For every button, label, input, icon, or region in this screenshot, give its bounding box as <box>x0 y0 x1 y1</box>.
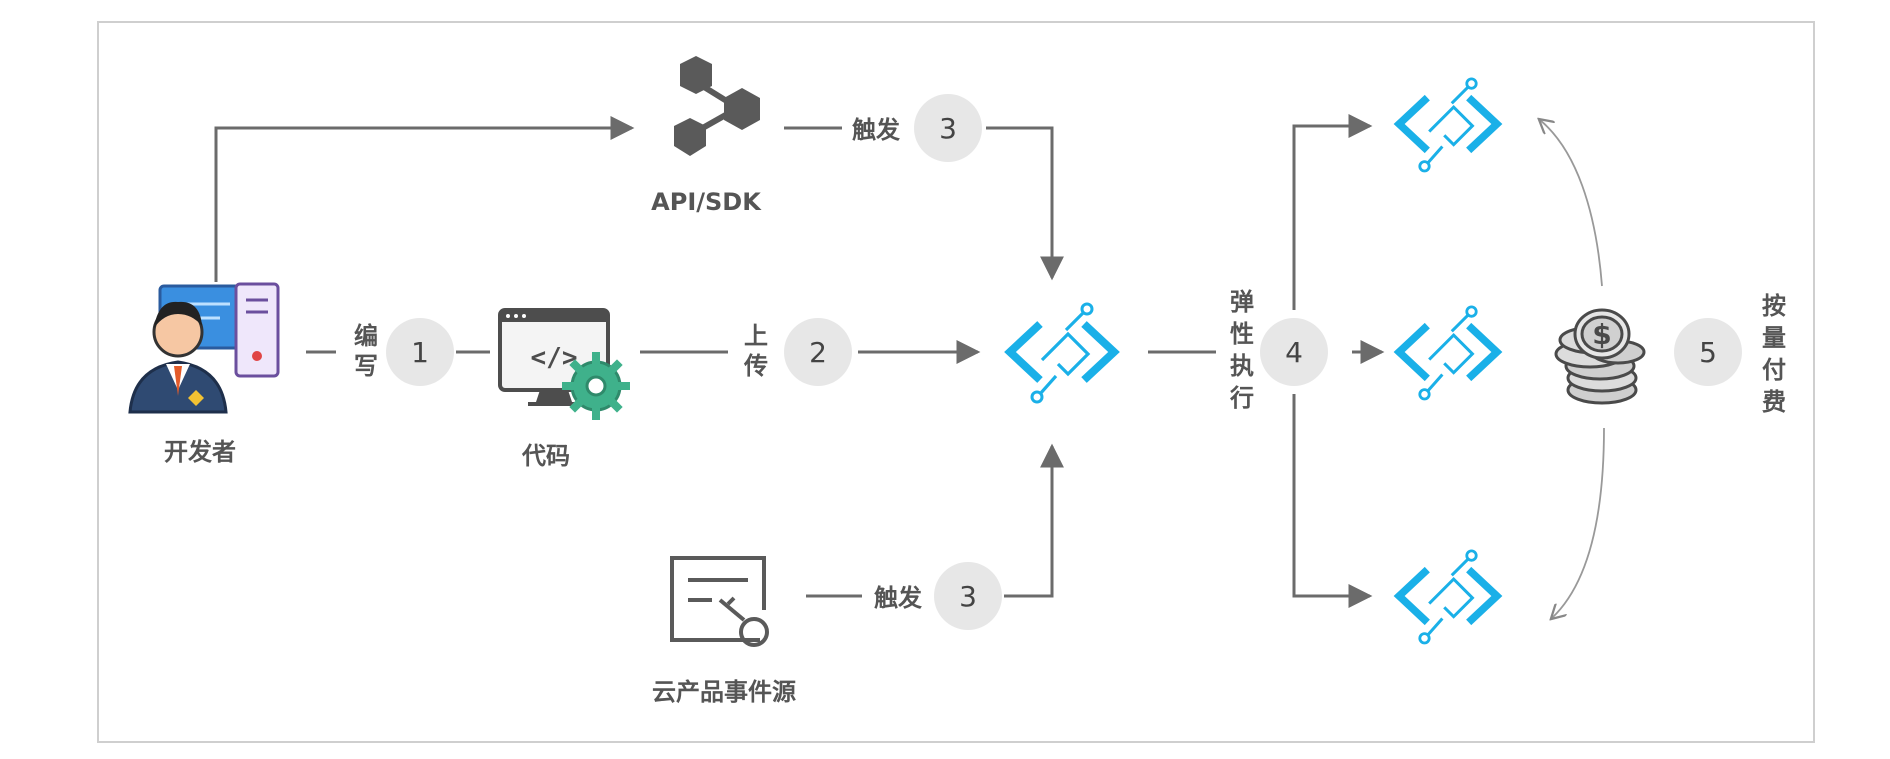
connectors <box>214 114 1385 608</box>
upload-step-text-1: 上 <box>744 322 768 350</box>
upload-step-circle <box>784 318 852 386</box>
api-trigger-to-function-arrow <box>986 126 1064 281</box>
write-step-text-2: 写 <box>354 352 378 380</box>
api-trigger-step-circle <box>914 94 982 162</box>
elastic-to-bottom-instance-arrow <box>1292 394 1373 608</box>
api-trigger-step-number: 3 <box>939 112 957 145</box>
event-trigger-step-number: 3 <box>959 580 977 613</box>
developer-to-api-connector <box>214 116 635 282</box>
developer-label: 开发者 <box>164 438 236 466</box>
elastic-step-text-3: 执 <box>1230 352 1254 380</box>
event-trigger-step-text: 触发 <box>874 584 922 612</box>
svg-text:</>: </> <box>531 343 578 373</box>
elastic-step-circle <box>1260 318 1328 386</box>
upload-step-number: 2 <box>809 336 827 369</box>
pay-step-text-2: 量 <box>1762 324 1786 352</box>
billing-arc-bottom <box>1552 427 1605 618</box>
elastic-step-number: 4 <box>1285 336 1303 369</box>
pay-step-number: 5 <box>1699 336 1717 369</box>
write-step-circle <box>386 318 454 386</box>
upload-step-text-2: 传 <box>743 352 768 380</box>
billing-arcs <box>1540 120 1605 618</box>
billing-arc-top <box>1540 120 1603 287</box>
api-trigger-step-text: 触发 <box>852 116 900 144</box>
write-step-text-1: 编 <box>354 322 378 350</box>
write-step-number: 1 <box>411 336 429 369</box>
code-label: 代码 <box>521 442 570 470</box>
code-monitor-gear-icon: </> <box>498 308 630 420</box>
pay-step-circle <box>1674 318 1742 386</box>
event-key-icon <box>670 556 769 647</box>
svg-text:$: $ <box>1592 318 1611 351</box>
event-trigger-to-function-arrow <box>1004 443 1064 598</box>
hexagon-nodes-icon <box>674 56 760 156</box>
pay-step-text-4: 费 <box>1762 388 1786 416</box>
elastic-step-text-1: 弹 <box>1230 288 1254 316</box>
pay-step-text-3: 付 <box>1762 356 1786 384</box>
elastic-to-top-instance-arrow <box>1292 114 1373 310</box>
api-sdk-label: API/SDK <box>651 188 762 216</box>
coin-stack-icon: $ <box>1554 308 1646 405</box>
elastic-step-text-2: 性 <box>1230 320 1254 348</box>
developer-at-computer-icon <box>128 282 280 414</box>
event-trigger-step-circle <box>934 562 1002 630</box>
elastic-step-text-4: 行 <box>1229 384 1254 412</box>
pay-step-text-1: 按 <box>1762 292 1786 320</box>
event-source-label: 云产品事件源 <box>652 678 796 706</box>
